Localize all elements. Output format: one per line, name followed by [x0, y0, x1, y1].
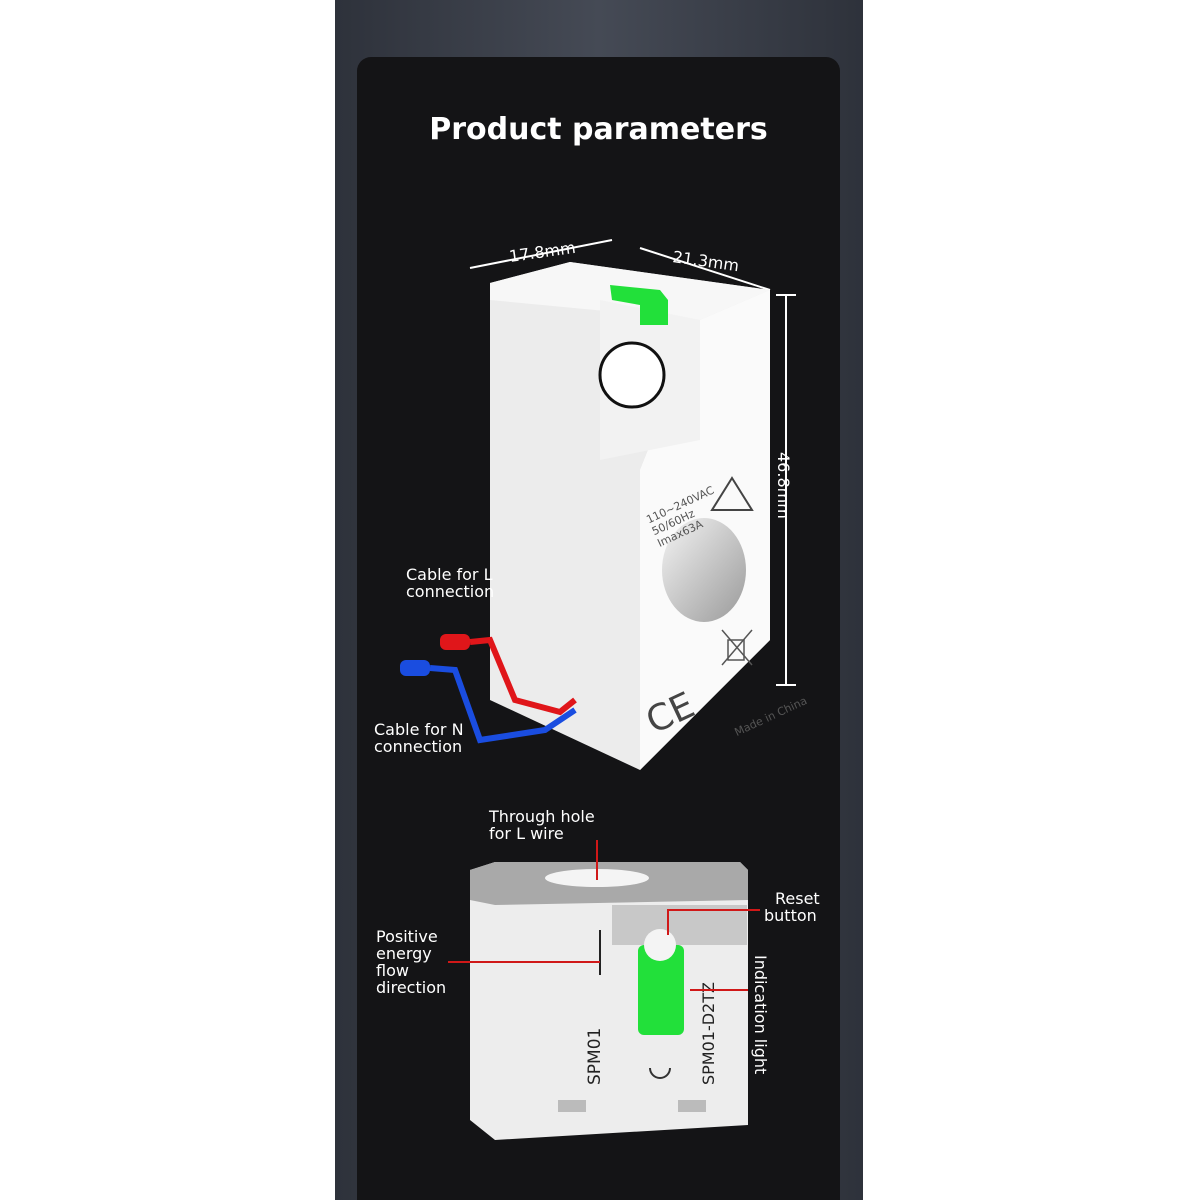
through-hole-label-1: Through hole	[488, 807, 595, 826]
ferrule-l	[440, 634, 470, 650]
through-hole-loop-icon	[598, 341, 666, 409]
energy-flow-label-1: Positive	[376, 927, 438, 946]
cable-l-label-2: connection	[406, 582, 494, 601]
ferrule-n	[400, 660, 430, 676]
indicator-light	[610, 285, 668, 325]
model-left: SPM01	[585, 1028, 605, 1085]
width-b-label: 21.3mm	[671, 247, 740, 275]
energy-flow-label-4: direction	[376, 978, 446, 997]
weee-bin-icon	[721, 629, 753, 666]
indication-label: Indication light	[751, 955, 770, 1074]
device-top-view: 110~240VAC 50/60Hz Imax63A Made in China…	[490, 262, 809, 770]
leader-lines	[448, 840, 760, 991]
warning-icon	[710, 476, 754, 511]
energy-flow-label-3: flow	[376, 961, 409, 980]
made-in-label: Made in China	[732, 694, 809, 739]
wires	[400, 634, 577, 744]
model-right: SPM01-D2TZ	[699, 982, 718, 1085]
wireless-icon	[649, 1067, 671, 1079]
energy-flow-label-2: energy	[376, 944, 432, 963]
cable-l-label-1: Cable for L	[406, 565, 493, 584]
width-a-label: 17.8mm	[508, 238, 577, 266]
through-hole	[662, 518, 746, 622]
reset-label-1: Reset	[775, 889, 820, 908]
wire-l	[469, 636, 577, 716]
height-label: 46.8mm	[774, 452, 793, 519]
through-hole-label-2: for L wire	[489, 824, 564, 843]
reset-label-2: button	[764, 906, 817, 925]
cable-n-label-2: connection	[374, 737, 462, 756]
page-title: Product parameters	[429, 112, 768, 147]
dimension-lines	[469, 239, 796, 686]
reset-button[interactable]	[644, 929, 676, 961]
cable-n-label-1: Cable for N	[374, 720, 464, 739]
wire-n	[429, 665, 577, 744]
indication-light	[638, 945, 684, 1035]
device-bottom-view: SPM01 SPM01-D2TZ	[470, 862, 748, 1140]
